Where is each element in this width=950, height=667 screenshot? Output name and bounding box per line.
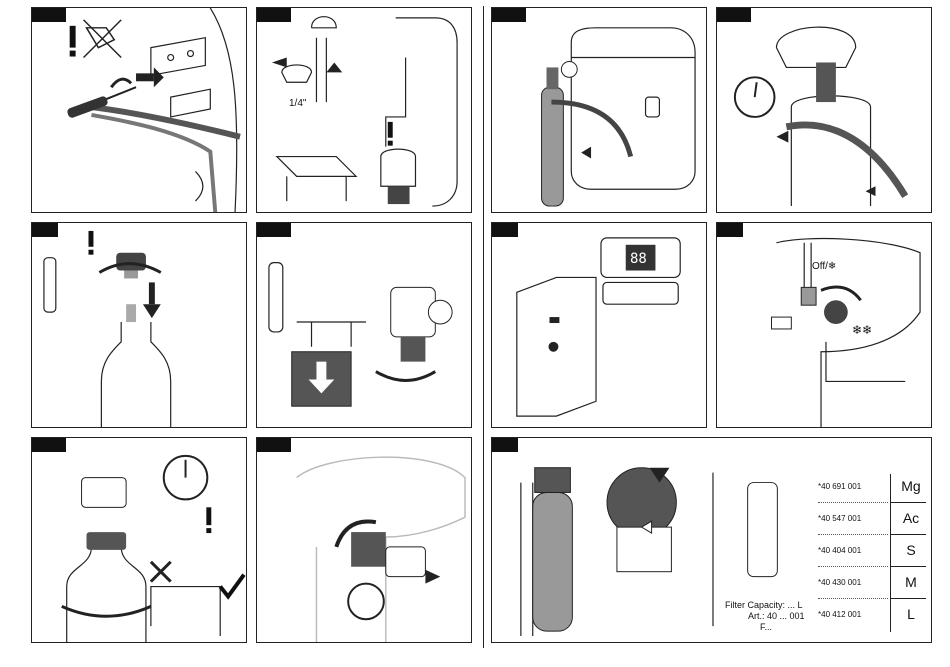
check-icon <box>220 575 244 597</box>
arrow-left-icon <box>425 570 440 584</box>
pressure-gauge-icon <box>735 77 775 117</box>
filter-cartridge-side <box>748 483 778 577</box>
warning-icon <box>88 231 93 255</box>
filter-capacity-label: Filter Capacity: ... L <box>725 600 803 610</box>
warning-icon <box>206 507 211 533</box>
co2-bottle-mount-illustration <box>492 8 706 212</box>
no-drill-icon <box>84 20 122 58</box>
bottle-connect-illustration <box>32 438 246 642</box>
arrow-left-icon <box>581 147 591 159</box>
knurled-nut <box>87 532 127 550</box>
step-panel-7: 88 <box>491 222 707 428</box>
f-label: F... <box>760 622 772 632</box>
knurled-nut <box>351 532 386 567</box>
warning-icon <box>70 26 76 57</box>
filter-mesh <box>388 186 410 204</box>
off-mode-label: Off/❄ <box>812 261 836 272</box>
filter-info-panel: Filter Capacity: ... L Art.: 40 ... 001 … <box>491 437 932 643</box>
display-value: 88 <box>630 251 647 267</box>
step-panel-9 <box>31 437 247 643</box>
co2-bottle <box>542 87 564 206</box>
arrow-right-icon <box>136 73 154 81</box>
arrow-up-icon <box>326 62 342 72</box>
filter-install-illustration <box>257 223 471 427</box>
step-panel-4 <box>716 7 932 213</box>
step-panel-8: Off/❄ ❄❄ <box>716 222 932 428</box>
step-panel-6 <box>256 222 472 428</box>
pressure-gauge-icon <box>561 61 577 77</box>
step-panel-10 <box>256 437 472 643</box>
article-label: Art.: 40 ... 001 <box>748 611 805 621</box>
arrow-down-icon <box>143 304 161 318</box>
cooling-knob <box>824 300 848 324</box>
pressure-gauge-icon <box>348 584 384 620</box>
valve-tighten-illustration <box>257 438 471 642</box>
water-connection-illustration <box>257 8 471 212</box>
step-panel-5 <box>31 222 247 428</box>
cross-icon <box>151 562 171 582</box>
filter-cartridge <box>533 492 573 631</box>
knurled-nut <box>116 253 146 271</box>
pipe-size-label: 1/4" <box>289 98 306 109</box>
control-display-illustration <box>492 223 706 427</box>
column-divider <box>483 6 484 648</box>
cold-mode-label: ❄❄ <box>852 323 872 337</box>
warning-icon <box>388 122 393 146</box>
pressure-gauge-icon <box>428 300 452 324</box>
step-panel-2: 1/4" <box>256 7 472 213</box>
step-panel-3 <box>491 7 707 213</box>
arrow-right-icon <box>776 131 788 143</box>
step-panel-1 <box>31 7 247 213</box>
cooling-knob-illustration <box>717 223 931 427</box>
bottle-strap-illustration <box>717 8 931 212</box>
mounting-bracket-illustration <box>32 8 246 212</box>
valve-unscrew-illustration <box>32 223 246 427</box>
